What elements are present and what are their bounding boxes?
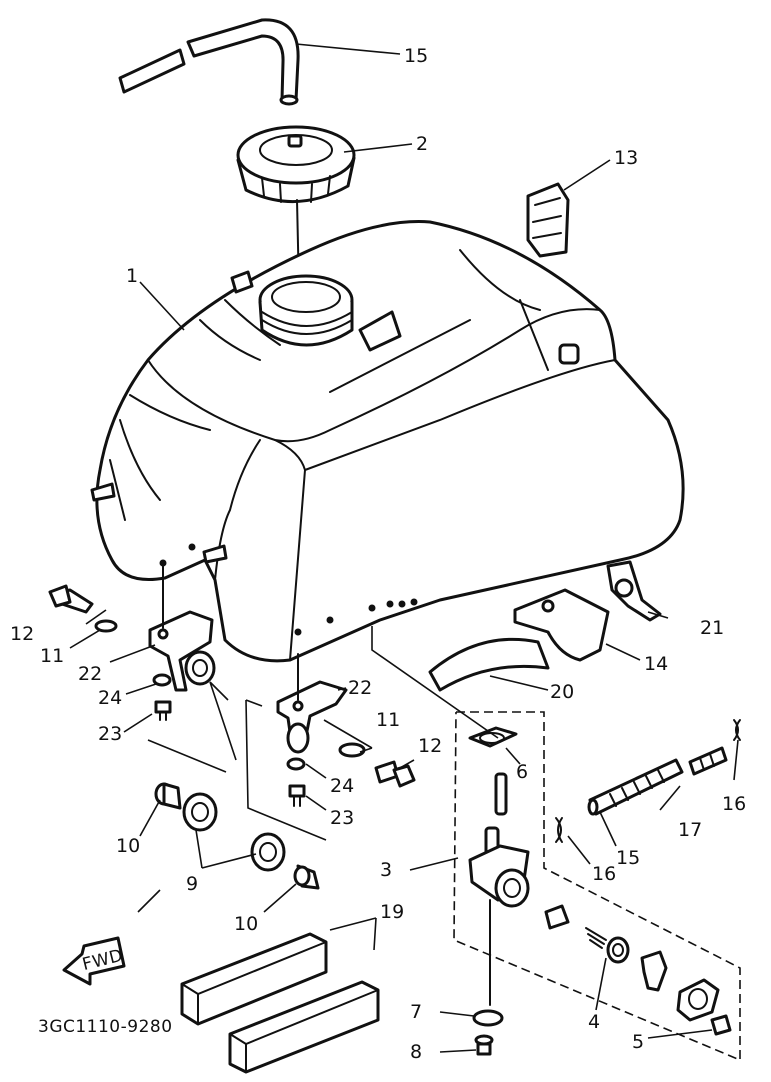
right-damper-frame (245, 699, 327, 841)
label-12-right: 12 (418, 735, 442, 757)
label-4: 4 (588, 1011, 600, 1033)
label-1: 1 (126, 265, 138, 287)
label-24-right: 24 (330, 775, 354, 797)
breather-hose-part (118, 18, 300, 106)
fuel-cap-part (236, 125, 356, 291)
label-16-bottom: 16 (592, 863, 616, 885)
label-19: 19 (380, 901, 404, 923)
label-5: 5 (632, 1031, 644, 1053)
damper-parts (154, 782, 320, 890)
label-6: 6 (516, 761, 528, 783)
label-2: 2 (416, 133, 428, 155)
label-16-top: 16 (722, 793, 746, 815)
label-10-right: 10 (234, 913, 258, 935)
label-21: 21 (700, 617, 724, 639)
cover-part (513, 588, 610, 662)
part-number-labels: 15 2 13 1 12 11 22 24 23 10 9 10 22 11 1… (10, 45, 746, 1063)
label-11-right: 11 (376, 709, 400, 731)
label-23-left: 23 (98, 723, 122, 745)
label-23-right: 23 (330, 807, 354, 829)
label-8: 8 (410, 1041, 422, 1063)
pad-part (428, 637, 550, 692)
sponge-pads-part (180, 932, 380, 1074)
diagram-code: 3GC1110-9280 (38, 1017, 173, 1037)
left-damper-frame (147, 681, 237, 773)
label-18: 15 (404, 45, 428, 67)
clip-part (526, 182, 570, 258)
right-mount-parts (276, 653, 416, 807)
bracket-clip-part (606, 560, 662, 622)
label-14: 14 (644, 653, 668, 675)
label-10-left: 10 (116, 835, 140, 857)
label-24-left: 24 (98, 687, 122, 709)
left-mount-parts (48, 564, 216, 721)
label-12-left: 12 (10, 623, 34, 645)
label-22-left: 22 (78, 663, 102, 685)
label-7: 7 (410, 1001, 422, 1023)
fuel-hose-parts (555, 719, 741, 843)
label-13: 13 (614, 147, 638, 169)
label-22-right: 22 (348, 677, 372, 699)
label-17: 17 (678, 819, 702, 841)
label-9: 9 (186, 873, 198, 895)
label-11-left: 11 (40, 645, 64, 667)
label-3: 3 (380, 859, 392, 881)
fwd-arrow-icon: FWD (62, 936, 126, 986)
fuel-cock-parts (453, 711, 741, 1062)
label-15: 15 (616, 847, 640, 869)
fuel-tank-part (90, 220, 685, 663)
label-20: 20 (550, 681, 574, 703)
leader-lines (69, 43, 739, 1053)
